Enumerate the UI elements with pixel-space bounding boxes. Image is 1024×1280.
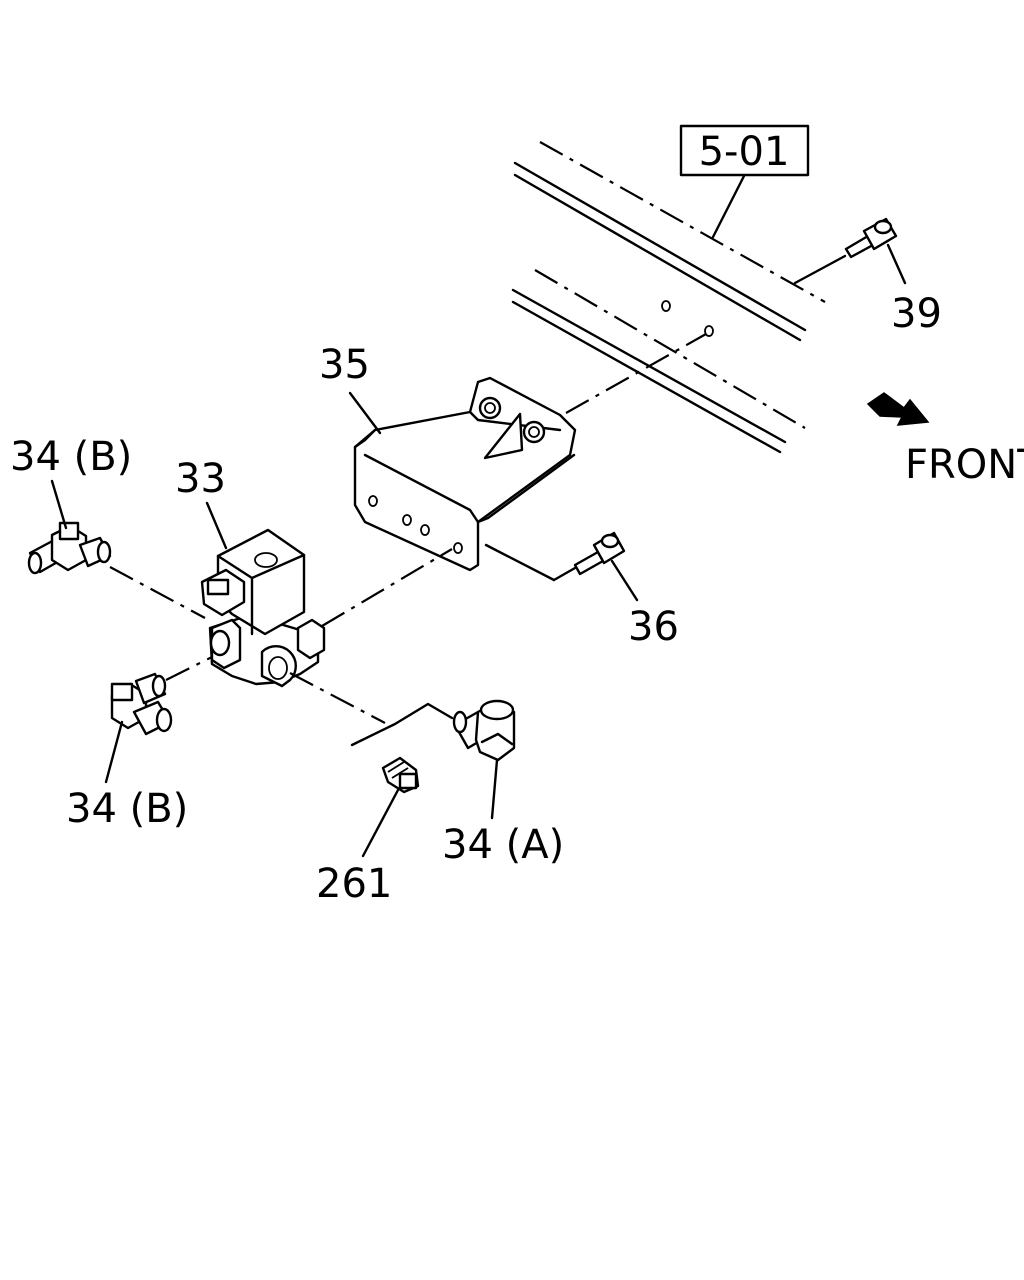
centerline-lower [289,672,386,724]
centerline-34b-bottom [165,656,213,681]
fitting-34b-top[interactable]: 34 (B) [10,434,132,575]
callout-34b-top: 34 (B) [10,434,132,480]
centerline-34b-top [109,566,206,619]
leader-bracket-lower [350,702,454,747]
plug-261[interactable]: 261 [316,756,420,907]
callout-34a: 34 (A) [442,822,564,868]
reference-box[interactable]: 5-01 [679,124,810,239]
callout-261: 261 [316,861,392,907]
fitting-34a[interactable]: 34 (A) [442,699,564,868]
centerline-bracket-valve [321,548,453,627]
callout-33: 33 [175,456,226,502]
front-direction-label: FRONT [905,442,1024,488]
solenoid-valve-33[interactable]: 33 [175,456,326,688]
bolt-36[interactable]: 36 [484,531,679,650]
callout-36: 36 [628,604,679,650]
bracket-centerline [565,333,707,414]
bolt-39[interactable]: 39 [793,217,942,337]
bracket-35[interactable]: 35 [319,342,577,572]
front-arrow-icon [866,392,930,426]
callout-39: 39 [891,291,942,337]
fitting-34b-bottom[interactable]: 34 (B) [66,672,188,832]
frame-rail [511,141,826,454]
reference-box-label: 5-01 [699,129,790,175]
callout-34b-bottom: 34 (B) [66,786,188,832]
callout-35: 35 [319,342,370,388]
